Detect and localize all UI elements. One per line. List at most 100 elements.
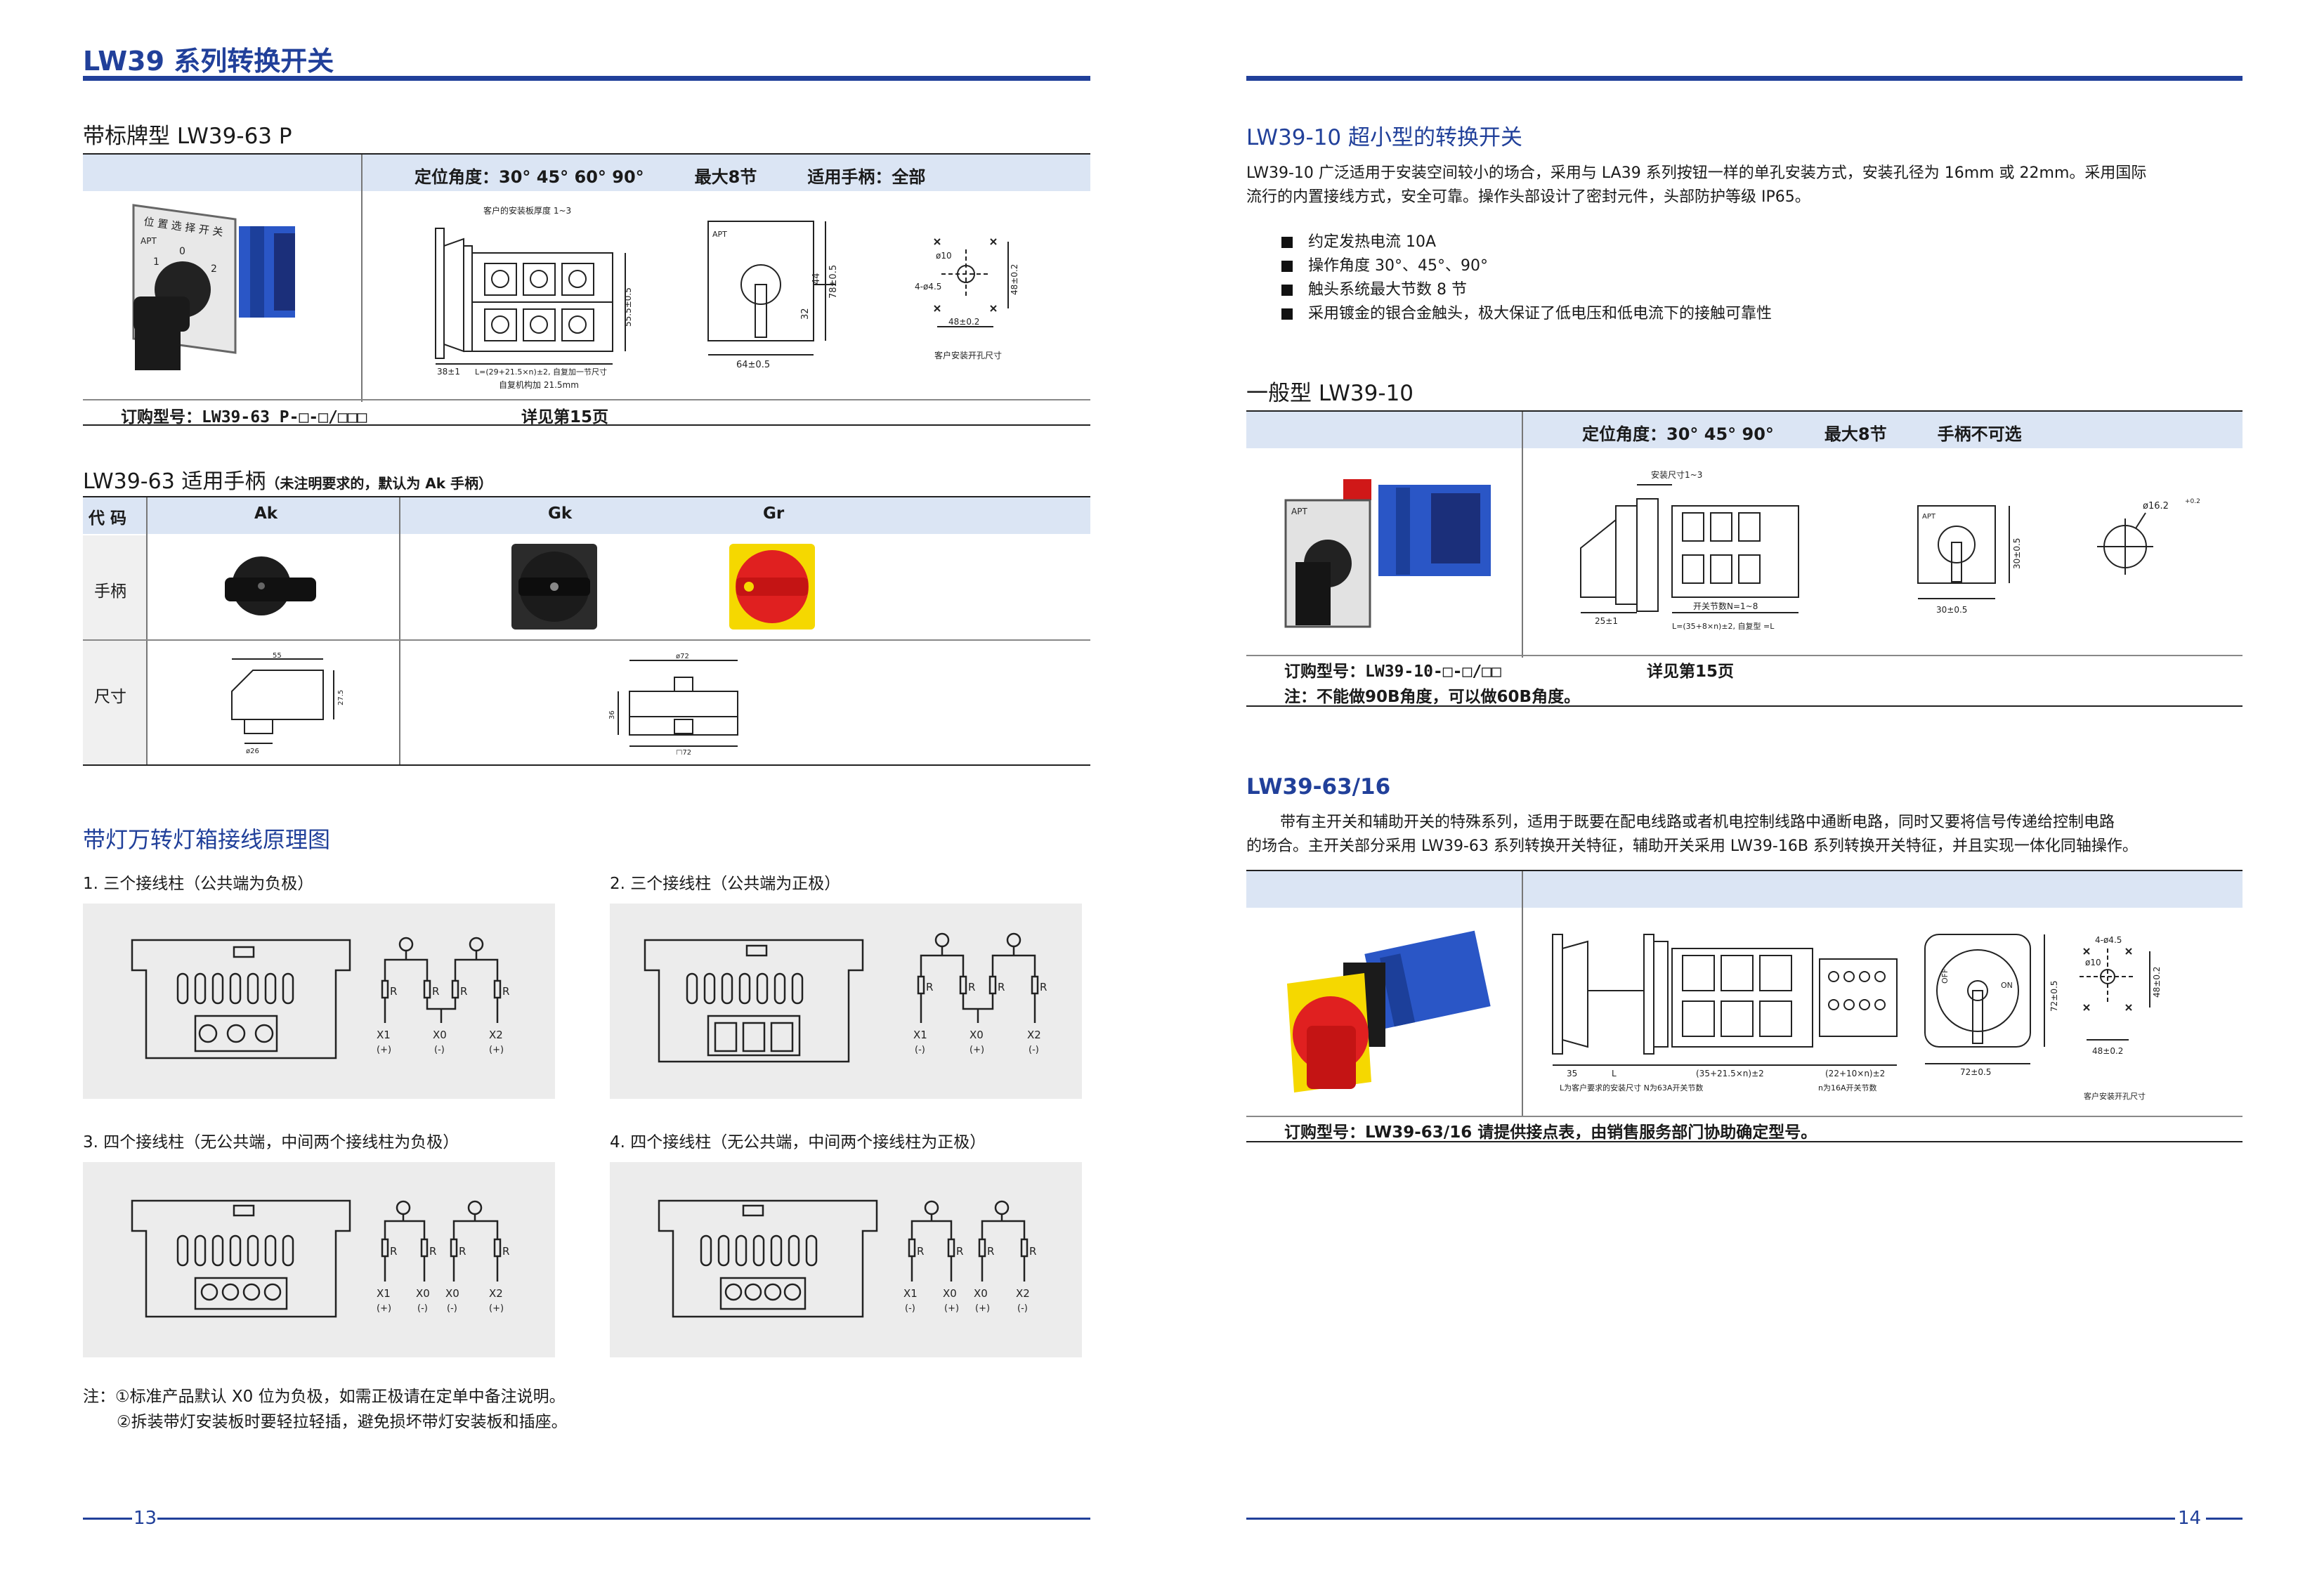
svg-text:R: R — [917, 1245, 924, 1258]
svg-text:48±0.2: 48±0.2 — [948, 317, 979, 327]
svg-text:25±1: 25±1 — [1595, 616, 1618, 626]
svg-text:OFF: OFF — [1940, 969, 1950, 984]
drawing-lw39-10-side: 安装尺寸1~3 25±1 开关节数N=1~8 L=(35+8×n)±2, 自复型… — [1580, 469, 1799, 631]
drawing-side-view: 客户的安装板厚度 1~3 55.5±0.5 38±1 L=(29+21.5×n)… — [435, 205, 633, 390]
svg-text:X2: X2 — [1016, 1287, 1030, 1300]
svg-text:(+): (+) — [970, 1045, 984, 1055]
svg-text:L: L — [1612, 1069, 1617, 1078]
spec-header-2: 定位角度：30° 45° 90° 最大8节 手柄不可选 — [1582, 424, 2022, 444]
switch-photo-lw39-63p: 位 置 选 择 开 关 APT 0 1 2 — [132, 204, 295, 370]
svg-text:44: 44 — [811, 273, 822, 285]
diagram-2-caption: 2. 三个接线柱（公共端为正极） — [610, 875, 841, 893]
diagram-1-caption: 1. 三个接线柱（公共端为负极） — [83, 875, 314, 893]
svg-text:(+): (+) — [377, 1045, 391, 1055]
lw39-10-desc-1: LW39-10 广泛适用于安装空间较小的场合，采用与 LA39 系列按钮一样的单… — [1246, 164, 2147, 182]
svg-text:客户安装开孔尺寸: 客户安装开孔尺寸 — [934, 350, 1002, 360]
svg-text:R: R — [460, 985, 467, 998]
svg-text:X2: X2 — [1027, 1029, 1041, 1041]
feature-item: 采用镀金的银合金触头，极大保证了低电压和低电流下的接触可靠性 — [1281, 302, 1772, 326]
svg-text:4-ø4.5: 4-ø4.5 — [915, 282, 941, 292]
svg-text:L=(35+8×n)±2, 自复型 =L: L=(35+8×n)±2, 自复型 =L — [1672, 621, 1775, 631]
svg-text:4-ø4.5: 4-ø4.5 — [2095, 935, 2122, 945]
page-number-14: 14 — [2178, 1508, 2202, 1529]
spec-header-bar-2 — [1246, 412, 2243, 448]
feature-item: 约定发热电流 10A — [1281, 230, 1772, 254]
drawing-lw39-10-hole: ø16.2 +0.2 — [2097, 498, 2200, 575]
svg-text:2: 2 — [211, 263, 217, 275]
svg-text:(+): (+) — [975, 1303, 990, 1314]
svg-text:(-): (-) — [417, 1303, 428, 1314]
wiring-diagram-3 — [83, 1162, 555, 1357]
feature-item: 触头系统最大节数 8 节 — [1281, 278, 1772, 302]
svg-text:38±1: 38±1 — [437, 367, 460, 377]
svg-text:(-): (-) — [1017, 1303, 1028, 1314]
svg-text:R: R — [1029, 1245, 1036, 1258]
svg-text:(-): (-) — [1029, 1045, 1039, 1055]
svg-text:L为客户要求的安装尺寸 N为63A开关节数: L为客户要求的安装尺寸 N为63A开关节数 — [1560, 1083, 1703, 1093]
svg-text:APT: APT — [1922, 513, 1936, 521]
spec-header-bar — [83, 155, 1090, 191]
svg-text:72±0.5: 72±0.5 — [2049, 981, 2059, 1012]
svg-text:(22+10×n)±2: (22+10×n)±2 — [1825, 1069, 1885, 1078]
section-title-lw39-10-general: 一般型 LW39-10 — [1246, 381, 1414, 406]
handle-table-header — [83, 497, 1090, 534]
svg-text:R: R — [987, 1245, 994, 1258]
svg-text:R: R — [502, 1245, 509, 1258]
section-title-handles: LW39-63 适用手柄（未注明要求的，默认为 Ak 手柄） — [83, 469, 493, 494]
section-title-lw39-63-16: LW39-63/16 — [1246, 774, 1391, 800]
order-code-lw39-63-16: 订购型号：LW39-63/16 请提供接点表，由销售服务部门协助确定型号。 — [1284, 1123, 1817, 1142]
spec-header: 定位角度：30° 45° 60° 90° 最大8节 适用手柄：全部 — [414, 167, 926, 187]
order-code-lw39-10: 订购型号：LW39-10-□-□/□□ — [1284, 663, 1501, 681]
svg-text:36: 36 — [608, 710, 616, 719]
lw39-10-note: 注：不能做90B角度，可以做60B角度。 — [1284, 688, 1581, 706]
svg-text:35: 35 — [1567, 1069, 1577, 1078]
svg-text:72±0.5: 72±0.5 — [1960, 1067, 1991, 1077]
svg-text:ø10: ø10 — [2085, 958, 2101, 967]
svg-text:APT: APT — [712, 230, 727, 239]
svg-text:自复机构加 21.5mm: 自复机构加 21.5mm — [499, 379, 579, 390]
svg-text:R: R — [390, 1245, 397, 1258]
wiring-diagram-4 — [610, 1162, 1082, 1357]
svg-text:0: 0 — [179, 246, 185, 257]
section-title-lw39-63p: 带标牌型 LW39-63 P — [83, 124, 292, 149]
svg-text:30±0.5: 30±0.5 — [2012, 538, 2022, 569]
svg-text:30±0.5: 30±0.5 — [1936, 605, 1967, 615]
svg-text:R: R — [926, 981, 933, 993]
svg-text:32: 32 — [800, 308, 811, 320]
lw39-63-16-desc-2: 的场合。主开关部分采用 LW39-63 系列转换开关特征，辅助开关采用 LW39… — [1246, 837, 2138, 855]
top-rule-left — [83, 76, 1090, 81]
svg-text:X1: X1 — [913, 1029, 927, 1041]
svg-text:48±0.2: 48±0.2 — [2092, 1046, 2123, 1056]
note-2: ②拆装带灯安装板时要轻拉轻插，避免损坏带灯安装板和插座。 — [117, 1413, 568, 1431]
svg-text:n为16A开关节数: n为16A开关节数 — [1818, 1083, 1877, 1093]
svg-text:48±0.2: 48±0.2 — [2152, 967, 2162, 998]
svg-text:ON: ON — [2001, 981, 2013, 990]
page-number-13: 13 — [133, 1508, 157, 1529]
section-title-wiring: 带灯万转灯箱接线原理图 — [83, 826, 331, 853]
row-label-size: 尺寸 — [94, 688, 126, 706]
svg-text:X0: X0 — [974, 1287, 988, 1300]
wiring-diagram-1 — [83, 904, 555, 1099]
svg-text:X2: X2 — [489, 1029, 503, 1041]
svg-text:64±0.5: 64±0.5 — [736, 360, 770, 370]
lw39-10-desc-2: 流行的内置接线方式，安全可靠。操作头部设计了密封元件，头部防护等级 IP65。 — [1246, 188, 1810, 206]
svg-text:R: R — [956, 1245, 963, 1258]
top-rule-right — [1246, 76, 2243, 81]
svg-text:R: R — [1040, 981, 1047, 993]
svg-text:X0: X0 — [943, 1287, 957, 1300]
handle-ak-dimensions: 55 27.5 ø26 — [231, 652, 345, 755]
svg-text:X0: X0 — [970, 1029, 984, 1041]
note-1: 注：①标准产品默认 X0 位为负极，如需正极请在定单中备注说明。 — [83, 1388, 566, 1406]
svg-text:(-): (-) — [434, 1045, 445, 1055]
svg-text:X0: X0 — [416, 1287, 430, 1300]
switch-photo-lw39-63-16 — [1287, 930, 1491, 1093]
svg-text:R: R — [390, 985, 397, 998]
see-page: 详见第15页 — [521, 408, 609, 426]
svg-text:R: R — [432, 985, 439, 998]
svg-text:开关节数N=1~8: 开关节数N=1~8 — [1693, 601, 1758, 611]
diagram-4-caption: 4. 四个接线柱（无公共端，中间两个接线柱为正极） — [610, 1133, 986, 1152]
svg-text:(+): (+) — [489, 1045, 504, 1055]
svg-text:L=(29+21.5×n)±2, 自复加一节尺寸: L=(29+21.5×n)±2, 自复加一节尺寸 — [475, 367, 607, 377]
section-title-lw39-10: LW39-10 超小型的转换开关 — [1246, 125, 1523, 150]
svg-text:客户安装开孔尺寸: 客户安装开孔尺寸 — [2084, 1091, 2146, 1101]
